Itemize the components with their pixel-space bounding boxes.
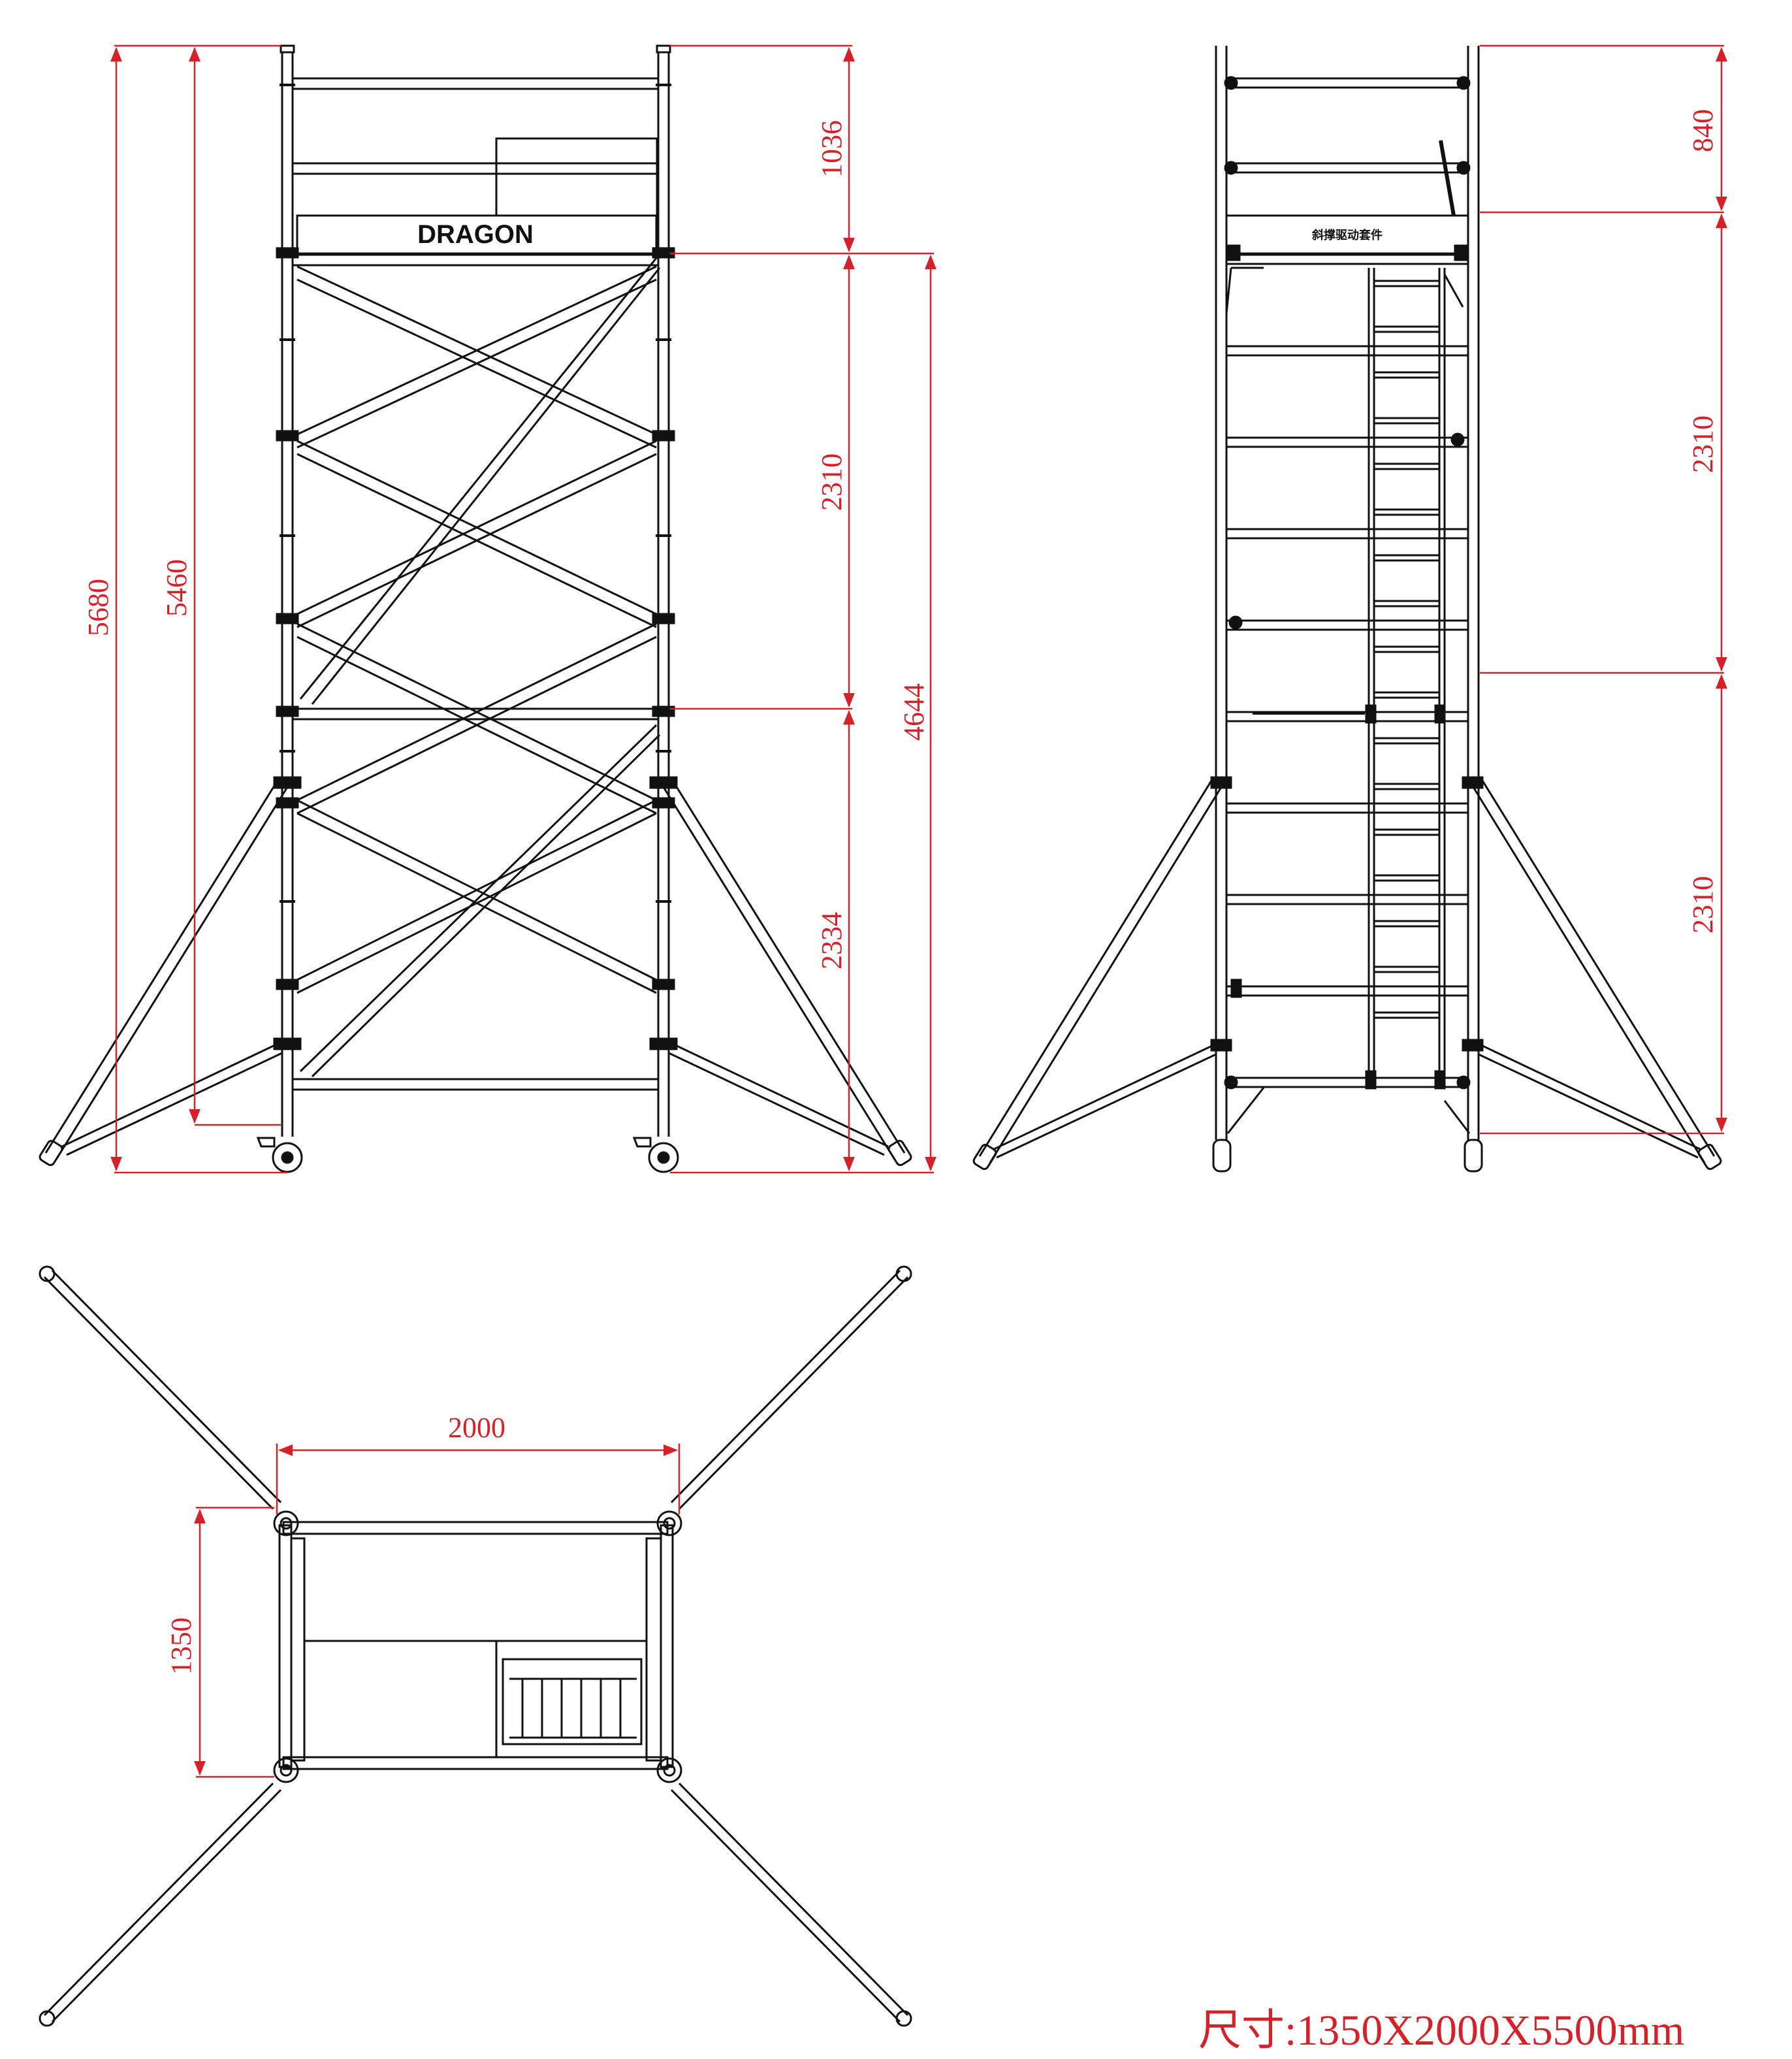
front-left-upright: [280, 44, 295, 1137]
dim-2310-side-upper: 2310: [1687, 415, 1719, 473]
dim-2334: 2334: [816, 912, 848, 969]
front-right-upright: [656, 44, 671, 1137]
plan-frame: [278, 1521, 674, 1770]
side-uprights: [1215, 46, 1480, 1140]
dim-1036: 1036: [816, 120, 848, 178]
front-view: [39, 44, 912, 1173]
dim-5680: 5680: [82, 579, 114, 636]
plan-outriggers: [39, 1265, 912, 2027]
side-label: 斜撑驱动套件: [1311, 228, 1383, 242]
dim-840: 840: [1687, 109, 1719, 152]
plan-platform: [303, 1640, 648, 1759]
plan-dimensions: [194, 1444, 680, 1778]
front-casters: [256, 1137, 679, 1173]
dim-2310-side-lower: 2310: [1687, 876, 1719, 933]
side-view: [972, 46, 1722, 1173]
dim-5460: 5460: [161, 559, 193, 617]
side-ladder: [1225, 267, 1471, 1134]
front-outriggers: [39, 780, 912, 1167]
toe-board: [291, 137, 660, 267]
upright-joints: [280, 84, 671, 903]
side-dimensions: [1480, 44, 1727, 1135]
side-casters: [1212, 1139, 1483, 1173]
side-outriggers: [972, 780, 1722, 1171]
front-horizontals: [291, 707, 660, 1091]
dim-1350: 1350: [165, 1617, 197, 1675]
front-guardrails: [291, 77, 660, 175]
size-caption: 尺寸:1350X2000X5500mm: [1198, 2007, 1684, 2054]
brand-label: DRAGON: [417, 220, 534, 249]
front-diagonals: [296, 257, 661, 1078]
front-dimensions: [110, 44, 936, 1174]
front-clamps: [273, 247, 678, 1050]
dim-2310-front: 2310: [816, 453, 848, 511]
side-rungs: [1225, 345, 1469, 1088]
plan-corners: [273, 1510, 682, 1783]
side-clamps: [1210, 76, 1484, 1090]
dim-2000: 2000: [448, 1412, 505, 1444]
plan-view: [39, 1265, 912, 2027]
dim-4644: 4644: [898, 683, 930, 741]
